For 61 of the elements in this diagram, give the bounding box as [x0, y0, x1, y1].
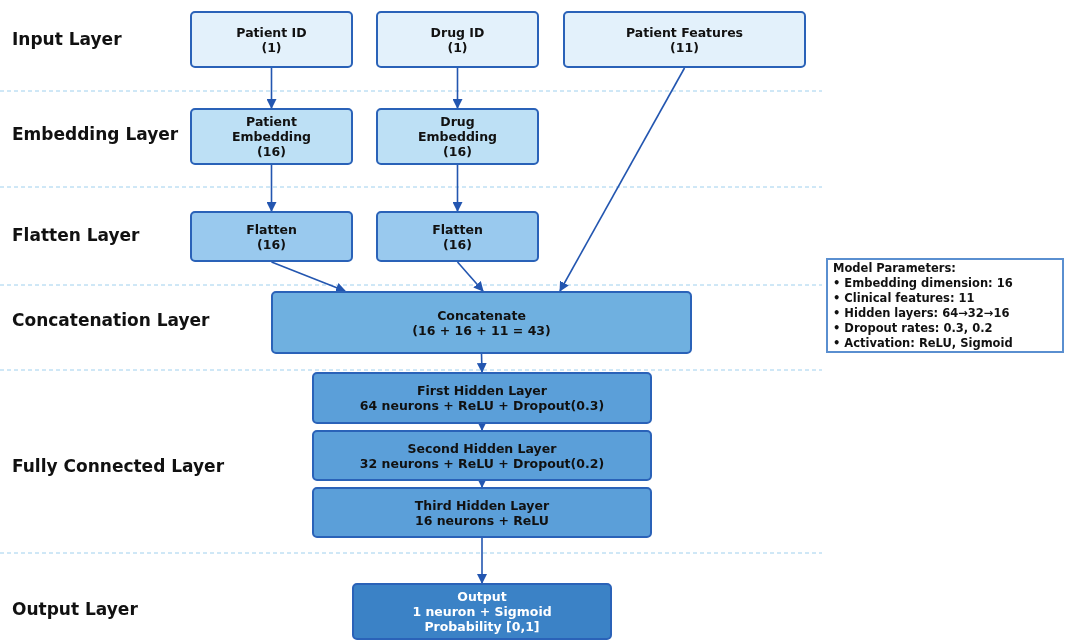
parameter-item: • Clinical features: 11 — [833, 290, 976, 306]
layer-label: Fully Connected Layer — [12, 455, 224, 479]
box-title: Flatten — [246, 221, 297, 237]
box-detail: 64 neurons + ReLU + Dropout(0.3) — [359, 398, 605, 413]
box-detail: (16) — [443, 144, 472, 159]
layer-label: Embedding Layer — [12, 123, 179, 147]
layer-box — [352, 583, 612, 640]
box-title: Second Hidden Layer — [407, 440, 557, 456]
layer-label: Output Layer — [12, 598, 138, 622]
parameter-item: • Hidden layers: 64→32→16 — [833, 305, 1011, 321]
arrow — [477, 478, 487, 488]
box-detail: (16) — [257, 144, 286, 159]
arrow — [477, 421, 487, 431]
box-title: Third Hidden Layer — [414, 497, 550, 513]
layer-box — [312, 372, 652, 424]
layer-box — [312, 487, 652, 538]
layer-box — [563, 11, 806, 68]
box-detail: Probability [0,1] — [424, 619, 540, 634]
box-detail: (11) — [670, 39, 699, 55]
layer-box — [190, 108, 353, 165]
arrow — [452, 164, 463, 212]
arrow — [270, 261, 346, 293]
box-title: Patient Features — [625, 24, 744, 40]
box-detail: (16 + 16 + 11 = 43) — [412, 322, 551, 338]
box-title: First Hidden Layer — [417, 383, 547, 398]
arrow — [476, 353, 487, 373]
box-title: Flatten — [432, 221, 483, 237]
box-title: Drug Embedding — [417, 114, 498, 144]
layer-label: Concatenation Layer — [12, 309, 210, 333]
box-detail: (1) — [261, 39, 282, 55]
arrow — [456, 261, 484, 292]
arrow — [559, 67, 686, 292]
layer-box — [376, 11, 539, 68]
box-title: Concatenate — [437, 307, 526, 323]
parameters-heading: Model Parameters: — [833, 260, 957, 276]
arrow — [266, 164, 277, 212]
parameter-item: • Activation: ReLU, Sigmoid — [833, 335, 1014, 351]
layer-box — [376, 211, 539, 262]
arrow — [452, 67, 463, 109]
parameter-item: • Embedding dimension: 16 — [833, 275, 1014, 291]
layer-box — [271, 291, 692, 354]
box-title: Patient Embedding — [231, 114, 312, 144]
box-detail: 1 neuron + Sigmoid — [412, 604, 552, 619]
box-title: Drug ID — [430, 24, 485, 40]
box-detail: (16) — [443, 236, 472, 252]
arrow — [266, 67, 277, 109]
box-detail: 16 neurons + ReLU — [414, 512, 550, 528]
parameter-item: • Dropout rates: 0.3, 0.2 — [833, 320, 994, 336]
arrow — [477, 537, 487, 584]
box-detail: (16) — [257, 236, 286, 252]
layer-box — [312, 430, 652, 481]
layer-label: Input Layer — [12, 28, 122, 52]
layer-box — [376, 108, 539, 165]
layer-box — [190, 211, 353, 262]
layer-label: Flatten Layer — [12, 224, 140, 248]
layer-box — [190, 11, 353, 68]
box-title: Patient ID — [236, 24, 307, 40]
box-detail: (1) — [447, 39, 468, 55]
box-detail: 32 neurons + ReLU + Dropout(0.2) — [359, 455, 605, 471]
parameters-box — [826, 258, 1064, 353]
box-title: Output — [457, 589, 507, 604]
